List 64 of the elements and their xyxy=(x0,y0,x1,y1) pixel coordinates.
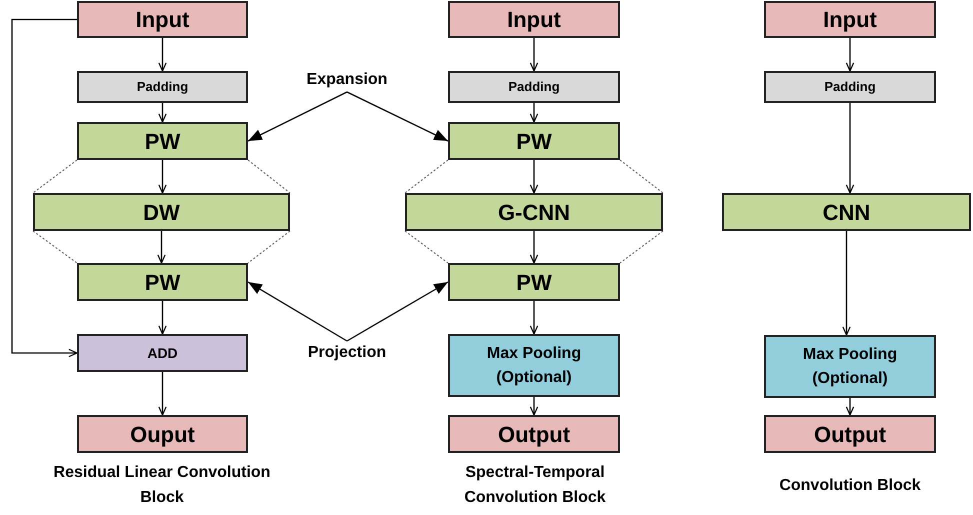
box-label: CNN xyxy=(822,198,870,226)
box-label: Input xyxy=(507,6,561,34)
box-label: Max Pooling (Optional) xyxy=(802,344,898,388)
arrow xyxy=(842,231,851,336)
arrow xyxy=(530,38,538,72)
box-label: ADD xyxy=(147,344,178,362)
arrow xyxy=(530,231,538,264)
box-label: Output xyxy=(814,420,886,449)
annotation-label: Expansion xyxy=(297,68,397,92)
box-label: PW xyxy=(516,268,552,296)
layer-box xyxy=(33,193,290,231)
arrow xyxy=(248,281,348,342)
input-box xyxy=(764,1,936,38)
box-label: Ouput xyxy=(130,420,195,449)
pooling-box xyxy=(448,334,620,397)
layer-box xyxy=(77,122,248,160)
box-label: Padding xyxy=(824,78,876,96)
arrow xyxy=(346,281,448,342)
arrow xyxy=(158,103,167,123)
arrow xyxy=(346,91,448,142)
layer-box xyxy=(722,193,971,231)
pooling-box xyxy=(764,335,936,398)
padding-box xyxy=(448,71,620,103)
box-label: PW xyxy=(144,268,180,296)
arrow xyxy=(158,38,167,72)
arrow xyxy=(530,301,538,335)
block-caption: Spectral-Temporal Convolution Block xyxy=(463,463,607,508)
arrow xyxy=(846,38,854,72)
output-box xyxy=(77,415,248,453)
input-box xyxy=(448,1,620,38)
arrow xyxy=(530,160,538,194)
annotation-label: Projection xyxy=(297,341,397,365)
box-label: Max Pooling (Optional) xyxy=(486,344,582,388)
box-label: Padding xyxy=(508,78,560,96)
layer-box xyxy=(77,263,248,301)
layer-box xyxy=(405,193,663,231)
arrow xyxy=(248,91,348,142)
box-label: Input xyxy=(136,6,190,34)
add-box xyxy=(77,334,248,372)
arrow xyxy=(846,103,854,194)
box-label: Input xyxy=(823,6,877,34)
layer-box xyxy=(448,263,620,301)
layer-box xyxy=(448,122,620,160)
arrow xyxy=(530,397,538,416)
box-label: PW xyxy=(516,128,552,156)
padding-box xyxy=(77,71,248,103)
block-caption: Convolution Block xyxy=(778,476,922,496)
box-label: DW xyxy=(143,198,180,226)
input-box xyxy=(77,1,248,38)
box-label: PW xyxy=(144,128,180,156)
output-box xyxy=(764,415,936,453)
box-label: Padding xyxy=(136,78,188,96)
box-label: Output xyxy=(498,420,570,449)
arrow xyxy=(158,160,167,194)
arrow xyxy=(846,398,854,416)
arrow xyxy=(157,231,166,264)
arrow xyxy=(530,103,538,123)
arrow xyxy=(11,18,78,358)
padding-box xyxy=(764,71,936,103)
block-caption: Residual Linear Convolution Block xyxy=(52,463,272,508)
box-label: G-CNN xyxy=(498,198,570,226)
arrow xyxy=(158,372,167,416)
arrow xyxy=(158,301,167,335)
output-box xyxy=(448,415,620,453)
